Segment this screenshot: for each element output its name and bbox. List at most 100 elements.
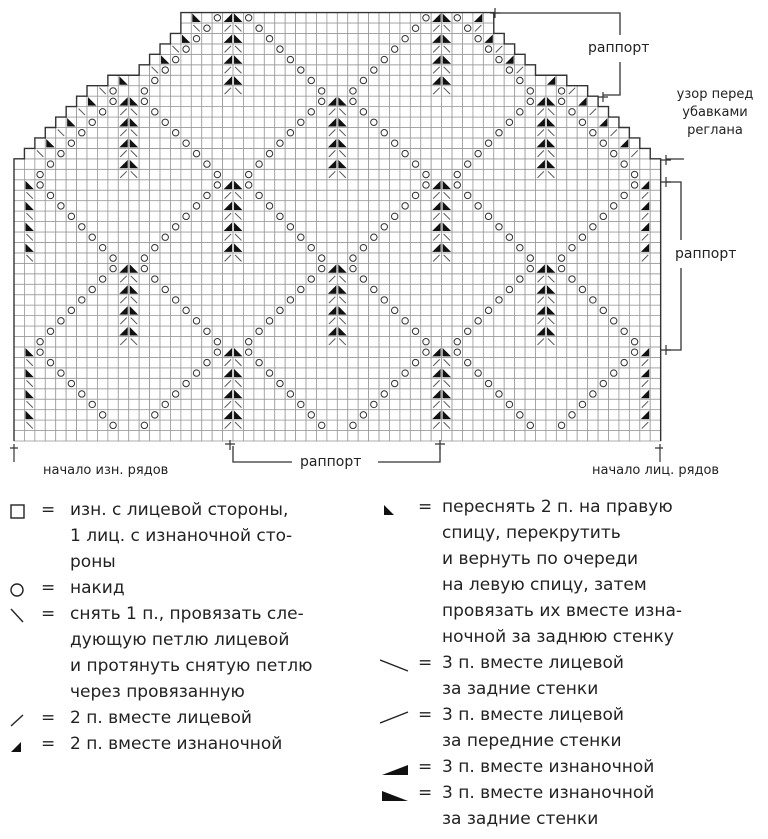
chart-cell [378,189,390,202]
chart-cell [180,252,192,264]
yarn-over-circle [244,348,253,356]
chart-cell [368,262,380,275]
chart-cell [347,43,359,55]
chart-cell [180,95,192,108]
chart-cell [524,106,536,118]
chart-cell [284,74,297,87]
chart-cell [295,294,307,306]
chart-cell [284,262,297,275]
chart-cell [65,168,77,181]
chart-cell [441,430,453,442]
chart-cell [597,356,609,369]
chart-cell [451,189,463,202]
chart-cell [378,64,390,76]
yarn-over-circle [411,24,420,32]
chart-cell [347,137,359,149]
chart-cell [65,179,77,191]
chart-cell [190,430,203,442]
chart-cell [357,283,370,296]
chart-cell [138,189,150,202]
chart-cell [368,346,380,358]
chart-cell [326,210,338,222]
chart-cell [608,210,620,222]
chart-cell [263,74,276,87]
chart-cell [399,283,411,296]
k2tog-slash-mark [432,212,440,220]
chart-cell [211,210,223,222]
chart-cell [472,356,484,369]
chart-cell [357,43,370,55]
chart-cell [441,315,453,327]
p2tog-tbl-triangle-mark [234,34,243,43]
yarn-over-circle [57,317,65,325]
chart-cell [368,210,380,222]
k2tog-slash-mark [224,379,232,388]
ssk-backslash-mark [26,233,34,241]
chart-cell [368,74,380,87]
chart-cell [284,158,297,170]
chart-cell [201,64,213,76]
yarn-over-circle [390,139,399,147]
chart-cell [462,377,474,390]
chart-cell [462,283,474,296]
yarn-over-circle [192,202,201,210]
yarn-over-circle [610,317,618,325]
chart-cell [180,189,192,202]
ssk-backslash-mark [443,87,451,95]
chart-cell [514,116,526,128]
chart-cell [628,283,641,296]
chart-cell [608,158,620,170]
yarn-over-circle [265,317,274,325]
chart-cell [201,147,213,160]
chart-cell [482,294,495,306]
k2tog-slash-mark [641,379,649,388]
chart-cell [503,388,516,400]
yarn-over-circle [286,296,295,304]
chart-cell [316,377,328,390]
chart-cell [357,221,370,233]
chart-cell [149,137,161,149]
chart-cell [295,95,307,108]
chart-cell [628,294,641,306]
chart-cell [159,95,171,108]
chart-cell [399,106,411,118]
chart-cell [597,336,609,348]
chart-cell [159,346,171,358]
chart-cell [316,12,328,24]
k2tog-slash-mark [224,66,232,74]
chart-cell [24,147,36,160]
chart-cell [399,336,411,348]
chart-cell [180,147,192,160]
chart-cell [336,231,349,243]
chart-cell [409,74,422,87]
chart-cell [326,346,338,358]
chart-cell [482,147,495,160]
chart-cell [524,398,536,411]
chart-cell [159,127,171,139]
chart-cell [420,294,432,306]
chart-cell [493,430,505,442]
chart-cell [493,64,505,76]
yarn-over-circle [171,129,180,137]
yarn-over-circle [140,264,149,273]
p2tog-triangle-mark [432,243,441,252]
chart-cell [389,116,401,128]
chart-cell [503,346,516,358]
chart-cell [170,419,182,431]
chart-cell [211,367,223,379]
chart-cell [263,398,276,411]
yarn-over-circle [484,379,493,388]
chart-cell [295,430,307,442]
rapport-top-bracket [495,12,621,96]
chart-cell [451,137,463,149]
yarn-over-circle [244,170,253,179]
raglan-note: узор перед убавками реглана [668,86,762,140]
chart-cell [263,430,276,442]
chart-cell [34,200,46,212]
chart-cell [243,430,255,442]
chart-cell [243,127,255,139]
p2tog-triangle-mark [119,118,128,127]
chart-cell [263,231,276,243]
chart-cell [514,325,526,337]
chart-cell [347,22,359,34]
